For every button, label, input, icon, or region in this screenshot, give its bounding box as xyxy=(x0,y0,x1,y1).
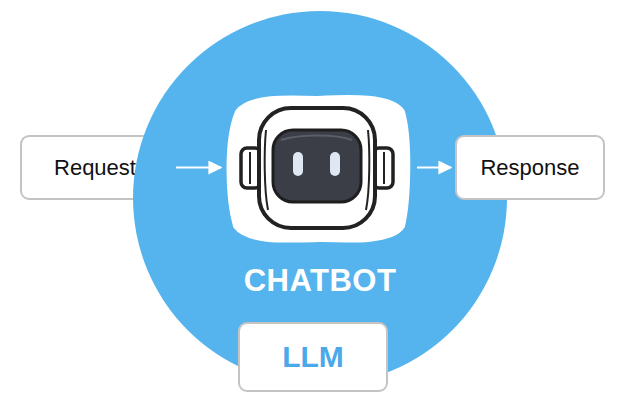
node-label: CHATBOT xyxy=(133,263,507,299)
llm-box: LLM xyxy=(238,322,388,392)
flow-arrow xyxy=(176,167,221,169)
robot-screen xyxy=(273,130,361,202)
response-box: Response xyxy=(455,135,605,200)
node-label: Request xyxy=(54,155,136,181)
node-label: LLM xyxy=(282,340,344,374)
chatbot-circle: CHATBOT LLM xyxy=(133,11,507,385)
robot-backdrop xyxy=(230,98,408,240)
flow-arrow xyxy=(417,167,451,169)
node-label: Response xyxy=(480,155,579,181)
robot-ears xyxy=(241,148,393,188)
robot-body xyxy=(259,108,375,228)
robot-eyes xyxy=(293,152,340,176)
